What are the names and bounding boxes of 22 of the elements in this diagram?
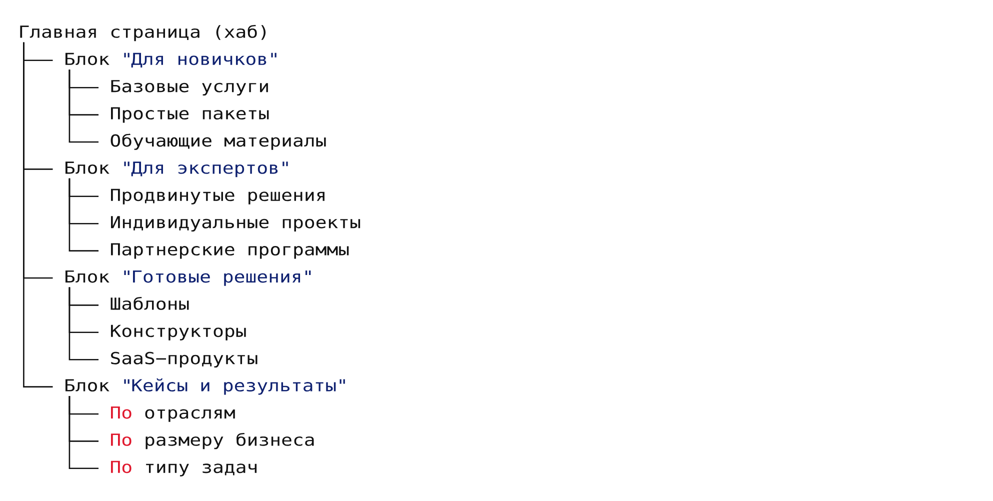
section-heading: Блок "Для новичков" <box>66 52 276 68</box>
list-item: По размеру бизнеса <box>111 432 314 450</box>
list-item: По отраслям <box>111 406 235 422</box>
list-item: Продвинутые решения <box>111 188 324 204</box>
tree-line <box>68 70 99 143</box>
tree-line <box>23 42 53 388</box>
list-item: Конструкторы <box>111 324 246 340</box>
list-item: Базовые услуги <box>111 80 268 96</box>
list-item: SaaS−продукты <box>111 352 258 368</box>
list-item: По типу задач <box>111 460 257 476</box>
section-heading: Блок "Для экспертов" <box>66 162 288 178</box>
list-item: Партнерские программы <box>111 243 349 259</box>
list-item: Шаблоны <box>110 296 189 310</box>
section-heading: Блок "Готовые решения" <box>66 270 311 286</box>
tree-line <box>68 396 99 470</box>
list-item: Индивидуальные проекты <box>111 216 360 232</box>
list-item: Обучающие материалы <box>110 134 326 150</box>
section-heading: Блок "Кейсы и результаты" <box>66 378 345 395</box>
root-heading: Главная страница (хаб) <box>20 24 266 42</box>
tree-line <box>68 178 99 252</box>
tree-line <box>68 287 99 360</box>
list-item: Простые пакеты <box>111 107 269 123</box>
